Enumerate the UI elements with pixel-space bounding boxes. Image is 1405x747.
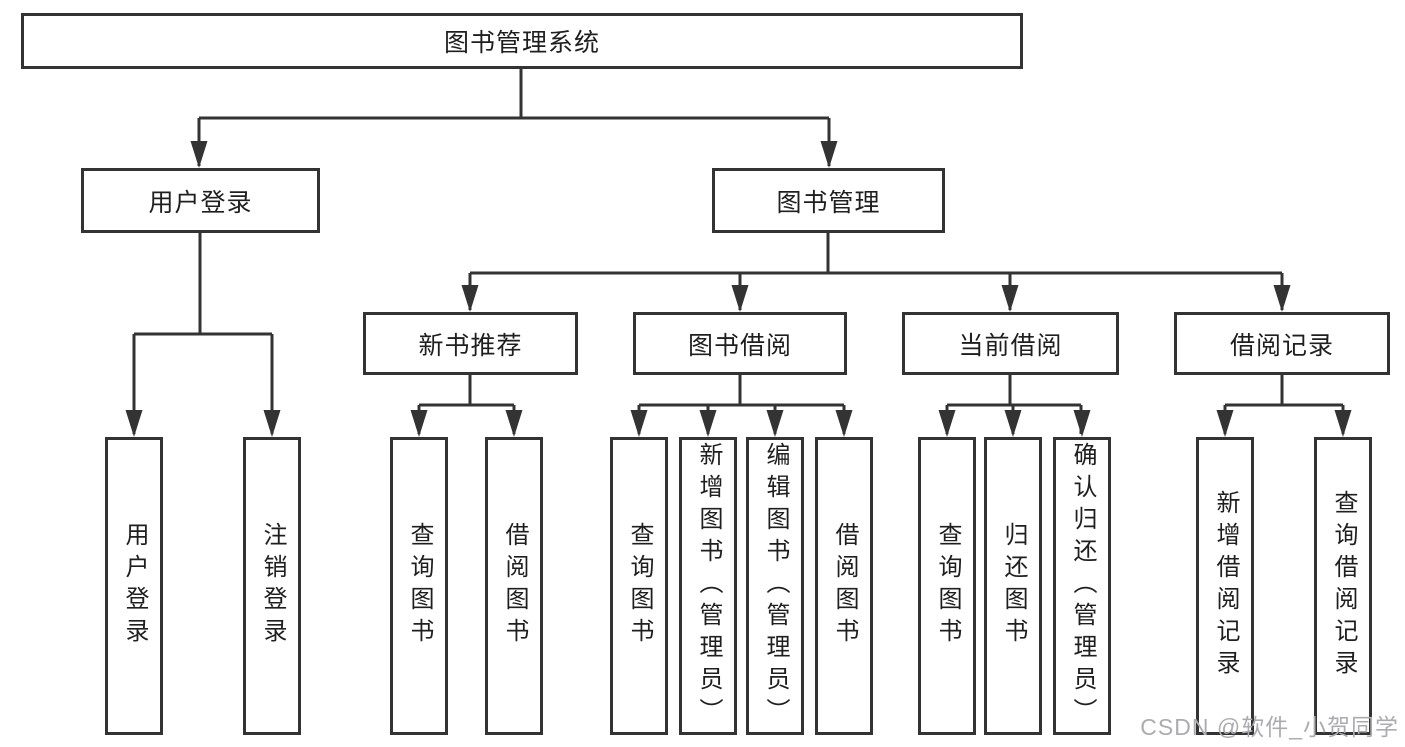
leaf-add-borrow-record: 新增借阅记录: [1196, 437, 1254, 735]
node-library-system: 图书管理系统: [21, 13, 1023, 69]
arrowhead: [835, 410, 853, 437]
arrowhead: [1073, 410, 1091, 437]
arrowhead: [820, 141, 838, 168]
leaf-query-books-3: 查询图书: [918, 437, 976, 735]
leaf-confirm-return-admin-label: 确认归还（管理员）: [1069, 442, 1096, 730]
leaf-return-book: 归还图书: [984, 437, 1042, 735]
leaf-borrow-books-1-label: 借阅图书: [501, 522, 528, 650]
leaf-logout: 注销登录: [243, 437, 301, 735]
leaf-user-login: 用户登录: [105, 437, 163, 735]
connector-lines: [132, 67, 1345, 434]
arrowhead: [630, 410, 648, 437]
node-new-book-recommend: 新书推荐: [363, 312, 578, 375]
arrowhead: [410, 410, 428, 437]
arrowhead: [263, 410, 281, 437]
leaf-add-borrow-record-label: 新增借阅记录: [1212, 490, 1239, 682]
leaf-borrow-books-1: 借阅图书: [485, 437, 543, 735]
arrowhead: [190, 141, 208, 168]
leaf-add-book-admin-label: 新增图书（管理员）: [695, 442, 722, 730]
leaf-logout-label: 注销登录: [259, 522, 286, 650]
node-book-borrow: 图书借阅: [633, 312, 847, 375]
leaf-borrow-books-2: 借阅图书: [815, 437, 873, 735]
node-book-management: 图书管理: [712, 168, 945, 233]
leaf-query-books-2: 查询图书: [610, 437, 668, 735]
leaf-query-books-1: 查询图书: [390, 437, 448, 735]
arrowhead: [1004, 410, 1022, 437]
watermark: CSDN @软件_小贺同学: [1140, 714, 1399, 740]
leaf-query-books-3-label: 查询图书: [934, 522, 961, 650]
leaf-confirm-return-admin: 确认归还（管理员）: [1053, 437, 1111, 735]
arrowhead: [1334, 410, 1352, 437]
leaf-query-books-1-label: 查询图书: [406, 522, 433, 650]
leaf-add-book-admin: 新增图书（管理员）: [679, 437, 737, 735]
arrowhead: [461, 285, 479, 312]
node-user-login: 用户登录: [81, 168, 320, 233]
leaf-borrow-books-2-label: 借阅图书: [831, 522, 858, 650]
arrowhead: [505, 410, 523, 437]
arrowhead: [1001, 285, 1019, 312]
leaf-edit-book-admin-label: 编辑图书（管理员）: [762, 442, 789, 730]
arrowhead: [125, 410, 143, 437]
arrowhead: [699, 410, 717, 437]
leaf-return-book-label: 归还图书: [1000, 522, 1027, 650]
leaf-user-login-label: 用户登录: [121, 522, 148, 650]
arrowhead: [1216, 410, 1234, 437]
leaf-query-borrow-record-label: 查询借阅记录: [1330, 490, 1357, 682]
node-current-borrow: 当前借阅: [902, 312, 1119, 375]
leaf-query-borrow-record: 查询借阅记录: [1314, 437, 1372, 735]
arrowhead: [766, 410, 784, 437]
leaf-edit-book-admin: 编辑图书（管理员）: [746, 437, 804, 735]
arrowhead: [1273, 285, 1291, 312]
leaf-query-books-2-label: 查询图书: [626, 522, 653, 650]
node-borrow-records: 借阅记录: [1174, 312, 1390, 375]
arrowhead: [731, 285, 749, 312]
arrowhead: [938, 410, 956, 437]
